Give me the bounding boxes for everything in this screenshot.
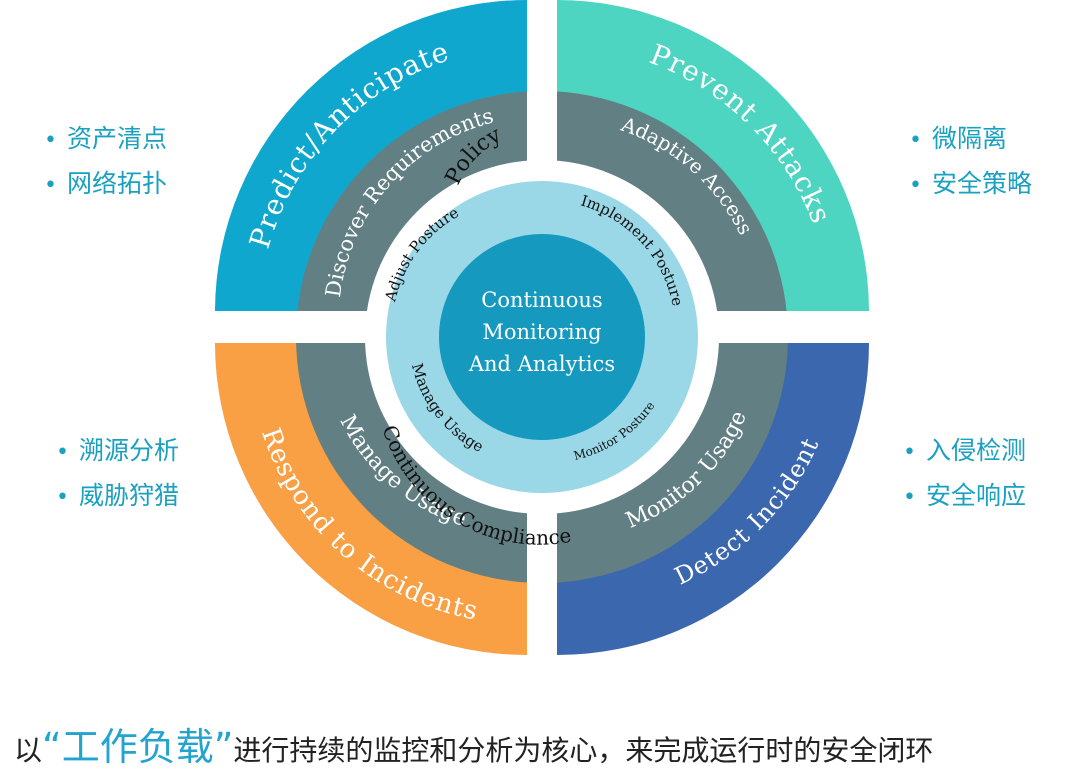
center-label-line-1: Continuous: [481, 288, 602, 312]
center-label-line-2: Monitoring: [482, 320, 601, 344]
caption-rest: 进行持续的监控和分析为核心，来完成运行时的安全闭环: [233, 734, 934, 767]
list-item: 网络拓扑: [44, 161, 167, 206]
list-item: 安全响应: [903, 473, 1026, 518]
list-item: 威胁狩猎: [56, 473, 179, 518]
list-item: 微隔离: [909, 116, 1032, 161]
caption-prefix: 以: [14, 734, 43, 767]
list-item: 资产清点: [44, 116, 167, 161]
list-item: 溯源分析: [56, 428, 179, 473]
side-list-top-right: 微隔离 安全策略: [909, 116, 1032, 206]
caption: 以“工作负载”进行持续的监控和分析为核心，来完成运行时的安全闭环: [14, 716, 1080, 771]
side-list-top-left: 资产清点 网络拓扑: [44, 116, 167, 206]
center-label-line-3: And Analytics: [468, 352, 615, 376]
center-circle: [439, 234, 645, 440]
side-list-bottom-right: 入侵检测 安全响应: [903, 428, 1026, 518]
list-item: 入侵检测: [903, 428, 1026, 473]
side-list-bottom-left: 溯源分析 威胁狩猎: [56, 428, 179, 518]
list-item: 安全策略: [909, 161, 1032, 206]
caption-highlight: “工作负载”: [42, 725, 234, 769]
